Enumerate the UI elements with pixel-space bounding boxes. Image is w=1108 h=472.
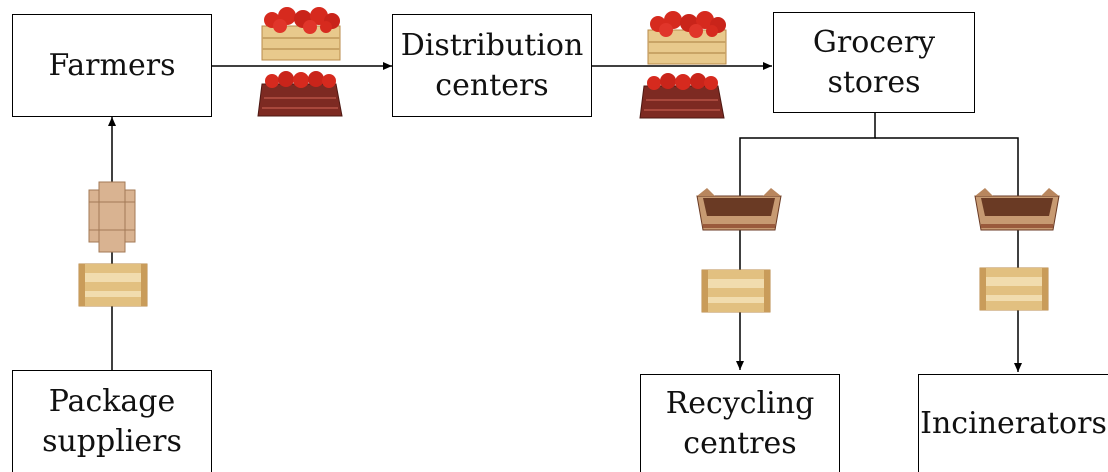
node-recycling-centres: Recycling centres: [640, 374, 840, 472]
edge-grocery-to-incinerators: [875, 137, 1022, 372]
empty-wood-crate-icon: [979, 267, 1049, 311]
node-incinerators: Incinerators: [918, 374, 1108, 472]
flat-cardboard-icon: [88, 181, 136, 253]
node-farmers-line-1: Farmers: [48, 47, 176, 83]
node-distribution-centers: Distribution centers: [392, 14, 592, 117]
empty-carton-icon: [973, 186, 1061, 232]
empty-wood-crate-icon: [701, 269, 771, 313]
node-farmers: Farmers: [12, 14, 212, 117]
node-incinerators-line-1: Incinerators: [920, 406, 1107, 441]
edge-grocery-to-recycling: [736, 113, 876, 370]
node-package-suppliers: Package suppliers: [12, 370, 212, 472]
node-suppliers-line-1: Package: [48, 384, 176, 419]
tomato-carton-icon: [639, 72, 725, 119]
empty-wood-crate-icon: [78, 263, 148, 307]
node-suppliers-line-2: suppliers: [42, 424, 182, 459]
tomato-crate-icon: [261, 6, 341, 61]
node-grocery-line-1: Grocery: [812, 24, 936, 60]
node-recycling-line-2: centres: [683, 426, 797, 461]
tomato-carton-icon: [257, 70, 343, 117]
node-recycling-line-1: Recycling: [665, 386, 815, 421]
empty-carton-icon: [695, 186, 783, 232]
node-distribution-line-2: centers: [435, 67, 549, 103]
node-grocery-stores: Grocery stores: [773, 12, 975, 113]
node-grocery-line-2: stores: [827, 64, 921, 100]
tomato-crate-icon: [647, 10, 727, 65]
node-distribution-line-1: Distribution: [400, 27, 584, 63]
